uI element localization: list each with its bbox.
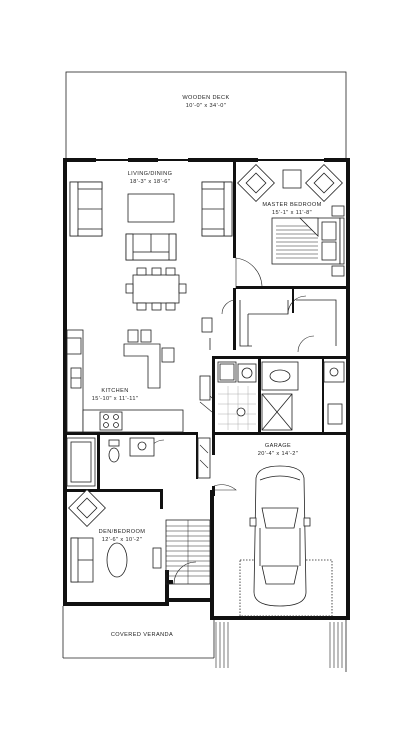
armchair-right xyxy=(305,164,343,202)
hall-doors xyxy=(147,437,237,491)
wooden-deck: WOODEN DECK 10'-0" x 34'-0" xyxy=(65,71,347,161)
den-bedroom: DEN/BEDROOM 12'-6" x 10'-2" xyxy=(68,489,162,583)
sofa-bottom xyxy=(125,233,177,261)
second-bath xyxy=(66,437,155,487)
deck-name: WOODEN DECK xyxy=(182,95,229,101)
master-bath xyxy=(217,335,345,431)
stove xyxy=(99,411,123,431)
den-armchair xyxy=(68,489,106,527)
car xyxy=(249,465,311,607)
garage-size: 20'-4" x 14'-2" xyxy=(258,451,298,457)
interior-walls xyxy=(63,162,346,509)
kitchen: KITCHEN 15'-10" x 11'-11" xyxy=(66,329,213,433)
den-size: 12'-6" x 10'-2" xyxy=(102,537,142,543)
covered-veranda: COVERED VERANDA xyxy=(62,606,215,659)
master-name: MASTER BEDROOM xyxy=(262,202,321,208)
shower xyxy=(261,393,293,431)
kitchen-size: 15'-10" x 11'-11" xyxy=(92,396,139,402)
master-bedroom: MASTER BEDROOM 15'-1" x 11'-8" xyxy=(237,164,345,277)
living-size: 18'-3" x 18'-6" xyxy=(130,179,170,185)
entry-stairs xyxy=(165,519,211,585)
living-name: LIVING/DINING xyxy=(128,171,173,177)
living-dining: LIVING/DINING 18'-3" x 18'-6" xyxy=(69,171,263,311)
side-table xyxy=(282,169,302,189)
den-name: DEN/BEDROOM xyxy=(99,529,146,535)
armchair-left xyxy=(237,164,275,202)
garage-apron xyxy=(215,620,347,672)
kitchen-island xyxy=(123,329,175,389)
dining-table xyxy=(125,267,187,311)
sofa-right xyxy=(201,181,233,237)
coffee-table xyxy=(127,193,175,223)
walk-in-closet xyxy=(201,295,337,350)
garage: GARAGE 20'-4" x 14'-2" xyxy=(239,443,333,617)
kitchen-name: KITCHEN xyxy=(101,388,128,394)
toilet xyxy=(241,367,253,379)
bed xyxy=(271,217,345,265)
veranda-name: COVERED VERANDA xyxy=(111,632,173,638)
garage-name: GARAGE xyxy=(265,443,291,449)
exterior-walls xyxy=(63,158,350,620)
sofa-left xyxy=(69,181,103,237)
master-size: 15'-1" x 11'-8" xyxy=(272,210,312,216)
deck-size: 10'-0" x 34'-0" xyxy=(186,103,226,109)
den-sofa xyxy=(70,537,94,583)
fridge xyxy=(66,337,82,355)
tile-floor xyxy=(218,386,256,430)
den-table xyxy=(106,542,128,578)
